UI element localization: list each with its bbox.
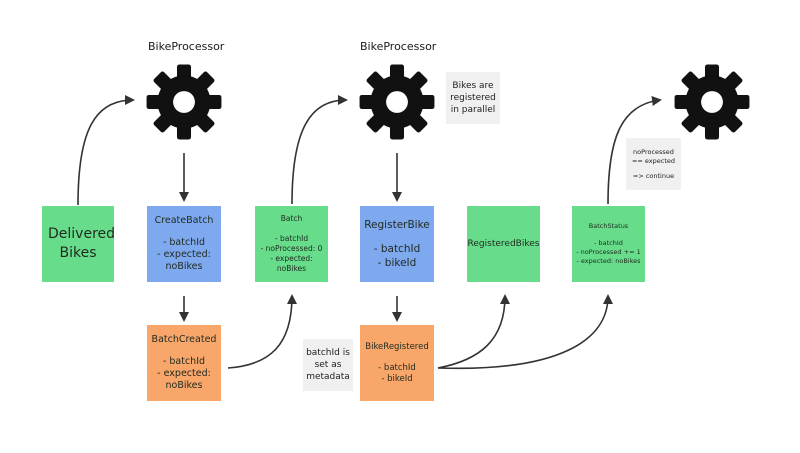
- note-line: => continue: [632, 171, 675, 180]
- sticky-line: - batchId: [162, 237, 206, 248]
- sticky-line: - expected:: [157, 368, 211, 379]
- sticky-create-batch[interactable]: CreateBatch - batchId - expected: noBike…: [147, 206, 221, 282]
- arrow-bikeregistered-to-batchstatus: [437, 294, 613, 370]
- arrow-bikeregistered-to-registeredbikes: [437, 294, 510, 369]
- sticky-batch-created[interactable]: BatchCreated - batchId - expected: noBik…: [147, 325, 221, 401]
- sticky-line: - bikeId: [381, 373, 413, 384]
- sticky-line: noBikes: [276, 264, 307, 273]
- gear-icon: [359, 64, 435, 140]
- sticky-line: - batchId: [378, 362, 416, 373]
- note-line: registered: [450, 93, 496, 103]
- sticky-line: - batchId: [162, 356, 206, 367]
- processor-1-label: BikeProcessor: [148, 40, 225, 53]
- note-line: metadata: [306, 372, 350, 382]
- sticky-registered-bikes[interactable]: RegisteredBikes: [467, 206, 540, 282]
- sticky-title: Batch: [280, 214, 303, 223]
- arrow-batchcreated-to-batch: [227, 294, 297, 369]
- note-line: Bikes are: [452, 81, 494, 91]
- sticky-line: - batchId: [373, 243, 421, 255]
- sticky-bike-registered[interactable]: BikeRegistered - batchId - bikeId: [360, 325, 434, 401]
- arrow-batch-to-processor2: [291, 95, 348, 205]
- sticky-title: BatchCreated: [151, 334, 217, 345]
- sticky-line: - batchId: [274, 234, 309, 243]
- note-line: in parallel: [450, 105, 496, 115]
- sticky-line: - noProcessed: 0: [260, 244, 323, 253]
- note-continue-condition[interactable]: noProcessed == expected => continue: [626, 138, 681, 190]
- sticky-line: - bikeId: [377, 257, 417, 269]
- note-line: batchId is: [306, 348, 350, 358]
- sticky-line: - batchId: [594, 239, 623, 247]
- note-line: noProcessed: [633, 147, 674, 156]
- sticky-line: - expected:: [270, 254, 313, 263]
- sticky-batch[interactable]: Batch - batchId - noProcessed: 0 - expec…: [255, 206, 328, 282]
- arrow-batchstatus-to-processor3: [607, 96, 662, 205]
- note-batchid-metadata[interactable]: batchId is set as metadata: [303, 339, 353, 391]
- sticky-title: RegisterBike: [364, 219, 430, 231]
- sticky-line: - noProcessed += 1: [576, 248, 641, 256]
- sticky-register-bike[interactable]: RegisterBike - batchId - bikeId: [360, 206, 434, 282]
- sticky-line: - expected: noBikes: [576, 257, 641, 265]
- sticky-title: BikeRegistered: [365, 341, 429, 352]
- sticky-title: RegisteredBikes: [467, 239, 540, 249]
- note-line: == expected: [631, 156, 676, 165]
- sticky-line: noBikes: [165, 261, 203, 272]
- gear-icon: [674, 64, 750, 140]
- sticky-title: CreateBatch: [154, 215, 214, 226]
- note-registered-in-parallel[interactable]: Bikes are registered in parallel: [446, 72, 500, 124]
- sticky-batch-status[interactable]: BatchStatus - batchId - noProcessed += 1…: [572, 206, 645, 282]
- sticky-title: Delivered Bikes: [48, 226, 116, 261]
- gear-icon: [146, 64, 222, 140]
- sticky-title: BatchStatus: [588, 222, 629, 230]
- sticky-line: noBikes: [165, 380, 203, 391]
- arrow-delivered-to-processor1: [77, 95, 135, 206]
- processor-2-label: BikeProcessor: [360, 40, 437, 53]
- note-line: set as: [314, 360, 342, 370]
- sticky-line: - expected:: [157, 249, 211, 260]
- sticky-delivered-bikes[interactable]: Delivered Bikes: [42, 206, 116, 282]
